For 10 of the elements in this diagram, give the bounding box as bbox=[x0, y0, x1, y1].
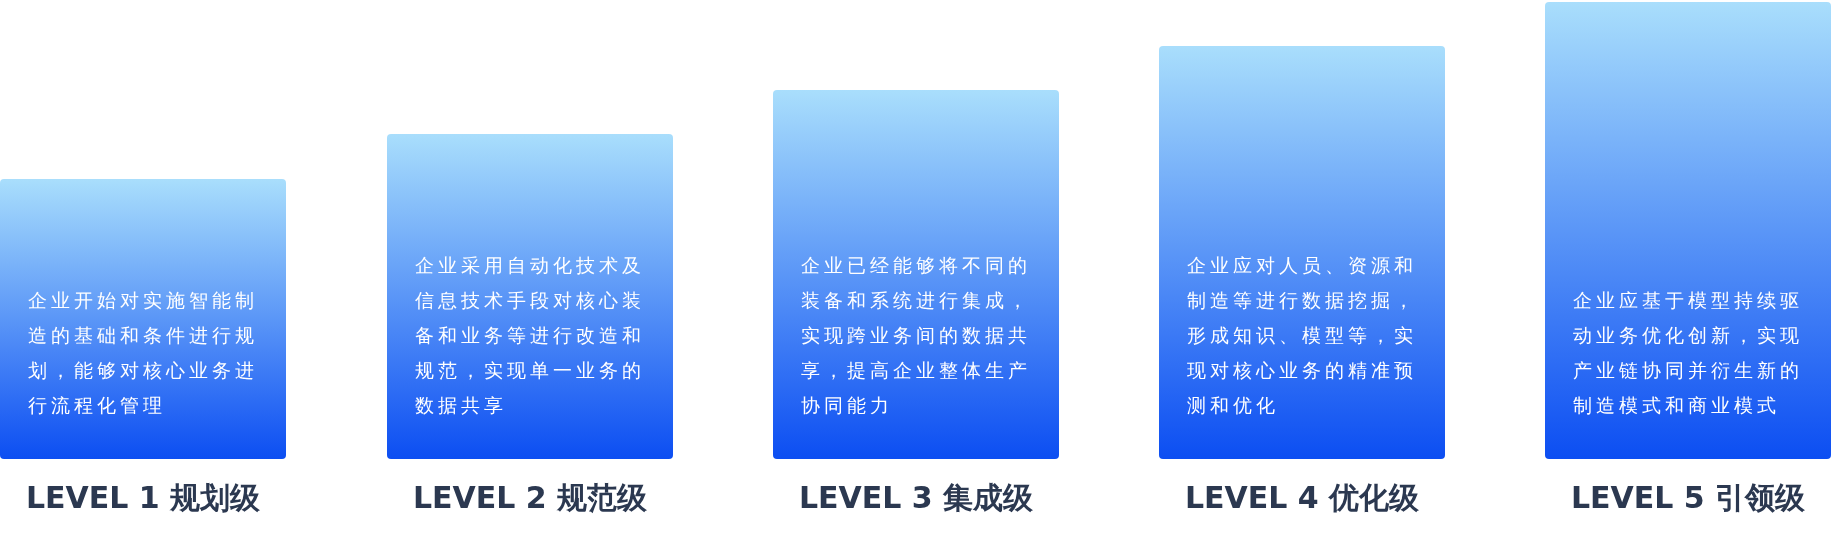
level-description: 企业开始对实施智能制造的基础和条件进行规划，能够对核心业务进行流程化管理 bbox=[28, 288, 259, 418]
level-description: 企业应对人员、资源和制造等进行数据挖掘，形成知识、模型等，实现对核心业务的精准预测和优化 bbox=[1187, 253, 1418, 418]
level-description: 企业已经能够将不同的装备和系统进行集成，实现跨业务间的数据共享，提高企业整体生产协同能力 bbox=[801, 253, 1032, 418]
level-description: 企业采用自动化技术及信息技术手段对核心装备和业务等进行改造和规范，实现单一业务的数据共享 bbox=[415, 253, 646, 418]
level-heading: LEVEL 1 规划级 bbox=[24, 479, 262, 517]
level-heading: LEVEL 5 引领级 bbox=[1569, 479, 1807, 517]
level-description: 企业应基于模型持续驱动业务优化创新，实现产业链协同并衍生新的制造模式和商业模式 bbox=[1573, 288, 1804, 418]
level-heading: LEVEL 4 优化级 bbox=[1183, 479, 1421, 517]
level-heading: LEVEL 2 规范级 bbox=[411, 479, 649, 517]
level-heading: LEVEL 3 集成级 bbox=[797, 479, 1035, 517]
